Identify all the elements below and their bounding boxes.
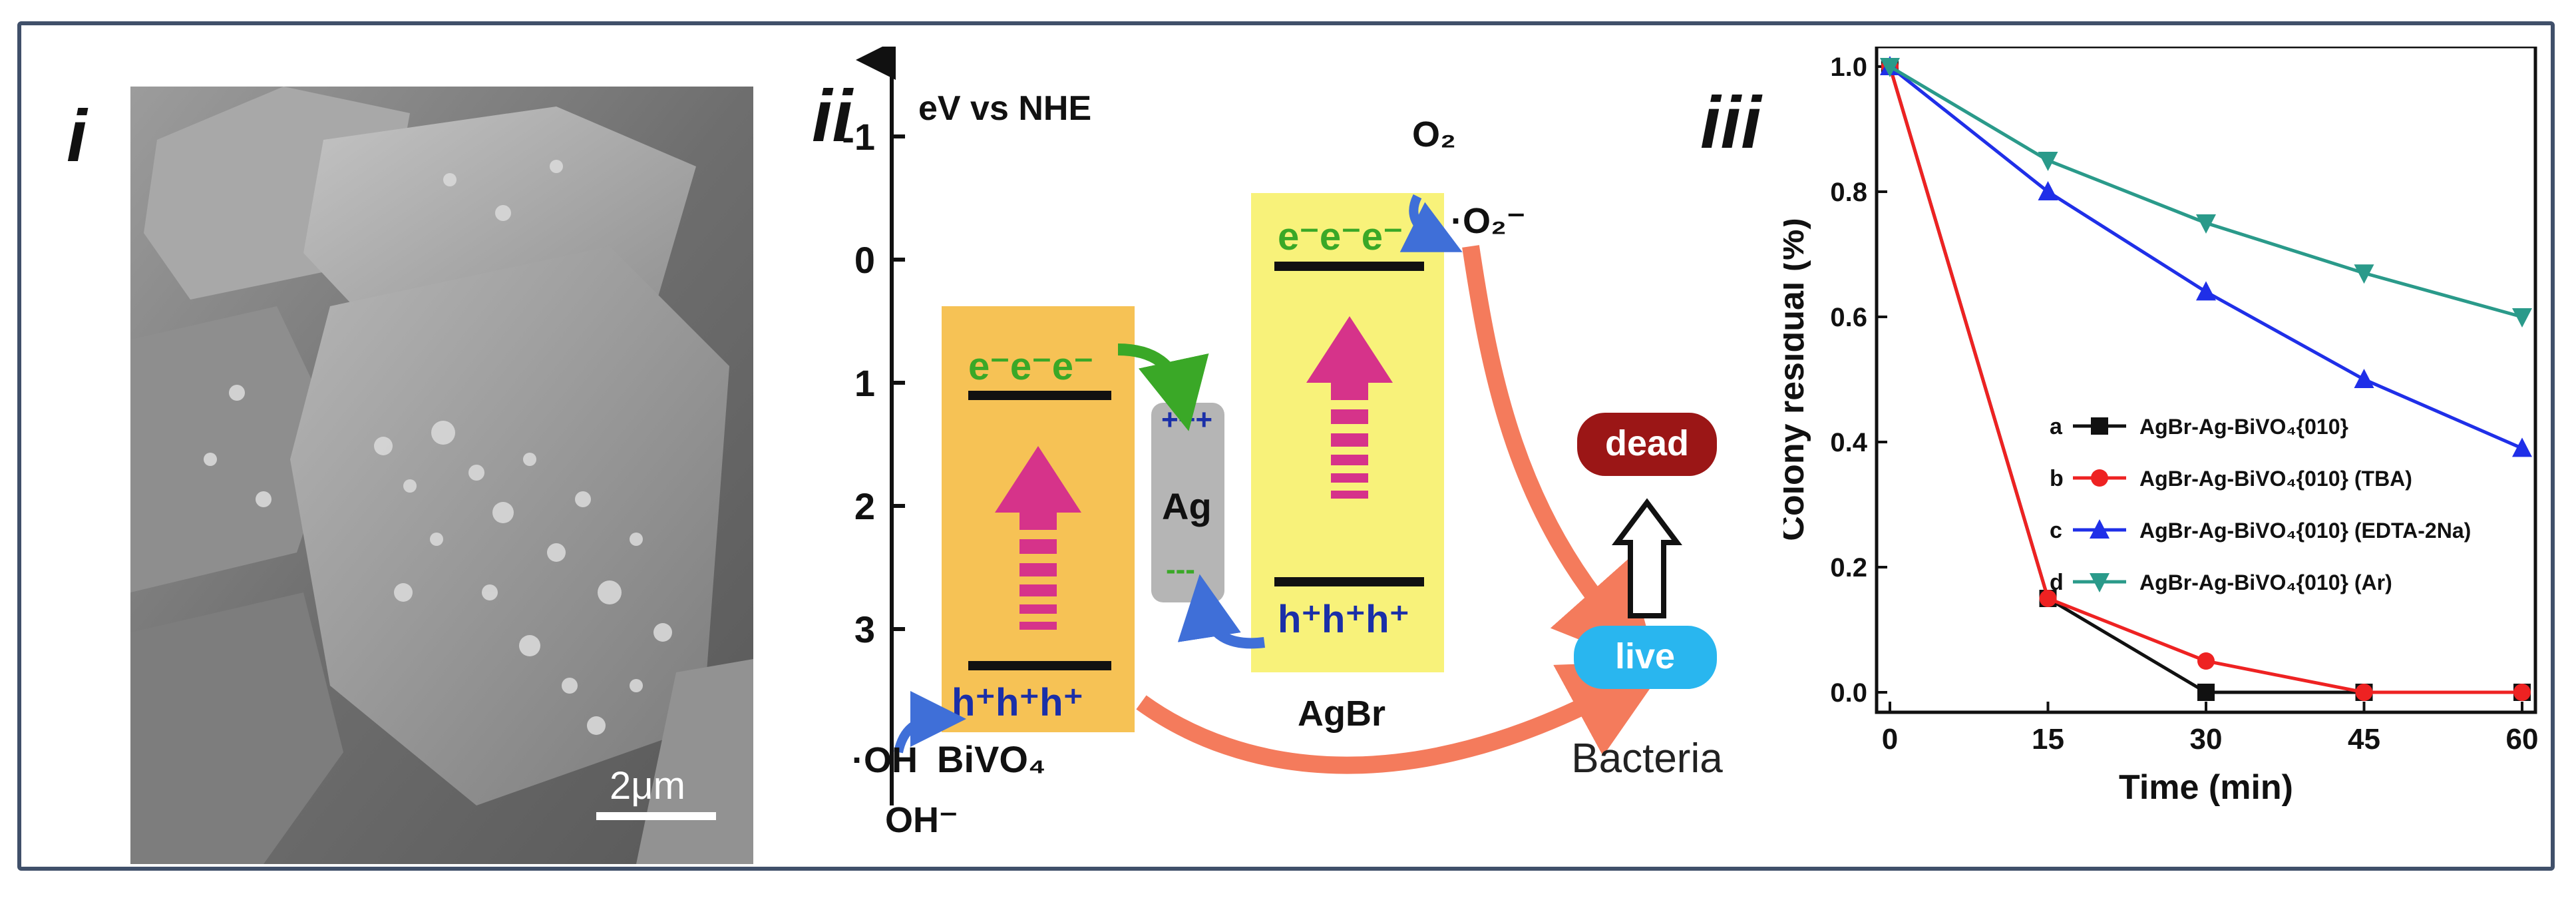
energy-tick-label: -1	[842, 116, 875, 158]
ag-minus: ---	[1166, 553, 1195, 586]
legend-label: AgBr-Ag-BiVO₄{010} (EDTA-2Na)	[2139, 519, 2471, 543]
agbr-vb-holes: h⁺h⁺h⁺	[1278, 598, 1409, 641]
agbr-cb-line	[1274, 262, 1424, 271]
silver-particles	[204, 160, 672, 735]
scale-bar	[596, 812, 716, 820]
axis-title: eV vs NHE	[918, 89, 1091, 128]
y-tick-label: 1.0	[1830, 53, 1867, 82]
band-diagram: eV vs NHE -1 0 1 2 3 e⁻e⁻e⁻ h⁺h⁺h⁺ +++ Ag --…	[842, 47, 1723, 840]
electron-transfer-arrow	[1117, 343, 1209, 431]
bivo4-vb-line	[968, 661, 1111, 670]
data-point-c	[2354, 369, 2374, 388]
x-tick-label: 45	[2348, 723, 2380, 756]
data-point-a	[2197, 684, 2215, 701]
agbr-label: AgBr	[1298, 694, 1385, 734]
data-point-b	[2039, 590, 2057, 607]
x-tick-label: 30	[2190, 723, 2223, 756]
data-point-d	[2038, 152, 2058, 171]
agbr-cb-electrons: e⁻e⁻e⁻	[1278, 215, 1403, 258]
live-badge	[1574, 626, 1717, 689]
agbr-box	[1251, 193, 1444, 672]
agbr-vb-line	[1274, 577, 1424, 586]
x-tick-label: 15	[2032, 723, 2064, 756]
o2-label: O₂	[1412, 114, 1456, 154]
panel-label-ii: ii	[812, 75, 853, 157]
series-line-b	[1888, 66, 2522, 694]
x-axis-label: Time (min)	[2119, 768, 2293, 807]
energy-tick-label: 3	[854, 608, 875, 650]
agbr-excitation-arrow	[1306, 316, 1393, 499]
y-tick-label: 0.4	[1830, 428, 1867, 457]
crystal-center	[290, 246, 729, 805]
figure-frame	[17, 21, 2555, 871]
hydroxyl-radical-label: ·OH	[852, 740, 918, 780]
crystal-bottom-left	[130, 592, 343, 864]
legend-marker	[2091, 417, 2108, 435]
o2-reduction-arrow	[1399, 194, 1463, 252]
superoxide-label: ·O₂⁻	[1451, 201, 1525, 241]
dead-badge	[1577, 413, 1717, 476]
data-point-b	[2355, 684, 2373, 701]
data-point-b	[2513, 684, 2531, 701]
y-tick-label: 0.8	[1830, 178, 1867, 207]
legend-label: AgBr-Ag-BiVO₄{010} (Ar)	[2139, 570, 2392, 594]
legend-letter: d	[2050, 570, 2064, 595]
live-label: live	[1615, 636, 1675, 676]
legend-marker	[2090, 573, 2110, 592]
hydroxide-label: OH⁻	[885, 800, 958, 840]
panel-label-iii: iii	[1700, 82, 1761, 164]
ag-box	[1151, 403, 1224, 602]
legend-letter: c	[2050, 518, 2062, 543]
legend-label: AgBr-Ag-BiVO₄{010}	[2139, 415, 2348, 439]
data-point-b	[2197, 652, 2215, 670]
bacteria-label: Bacteria	[1571, 736, 1723, 782]
scale-bar-label: 2μm	[610, 764, 685, 807]
survival-arrow	[1612, 498, 1682, 618]
hole-transfer-arrow	[1177, 574, 1265, 649]
bivo4-label: BiVO₄	[937, 738, 1046, 780]
crystal-left	[130, 306, 337, 592]
legend-marker	[2091, 469, 2108, 487]
data-point-d	[1880, 58, 1900, 77]
x-tick-label: 60	[2506, 723, 2539, 756]
data-point-d	[2354, 264, 2374, 284]
energy-tick-label: 1	[854, 362, 875, 404]
data-point-c	[2038, 181, 2058, 200]
y-axis-label: Colony residual (%)	[1783, 218, 1811, 541]
y-tick-label: 0.0	[1830, 678, 1867, 708]
panel-label-i: i	[67, 95, 87, 177]
dead-label: dead	[1605, 423, 1689, 463]
legend-letter: a	[2050, 414, 2063, 439]
ag-plus: +++	[1161, 403, 1212, 436]
hydroxyl-attack-arrow	[1136, 660, 1670, 774]
energy-tick-label: 0	[854, 239, 875, 281]
superoxide-attack-arrow	[1462, 245, 1658, 672]
x-tick-label: 0	[1882, 723, 1898, 756]
series-line-d	[1889, 65, 2523, 319]
oh-oxidation-arrow	[894, 691, 966, 754]
series-line-a	[1888, 66, 2522, 694]
y-tick-label: 0.2	[1830, 553, 1867, 582]
data-point-c	[2512, 437, 2532, 457]
plot-frame	[1875, 47, 2537, 714]
bivo4-excitation-arrow	[995, 446, 1081, 630]
ag-label: Ag	[1162, 485, 1212, 527]
bivo4-cb-line	[968, 391, 1111, 400]
energy-tick-label: 2	[854, 485, 875, 527]
bivo4-vb-holes: h⁺h⁺h⁺	[952, 681, 1083, 724]
data-point-c	[2196, 281, 2216, 301]
legend-letter: b	[2050, 466, 2064, 491]
sem-micrograph: 2μm	[130, 87, 753, 864]
bivo4-cb-electrons: e⁻e⁻e⁻	[968, 345, 1094, 388]
y-tick-label: 0.6	[1830, 303, 1867, 332]
legend-label: AgBr-Ag-BiVO₄{010} (TBA)	[2139, 467, 2412, 491]
data-point-d	[2512, 308, 2532, 328]
data-point-d	[2196, 214, 2216, 234]
legend-marker	[2090, 519, 2110, 539]
